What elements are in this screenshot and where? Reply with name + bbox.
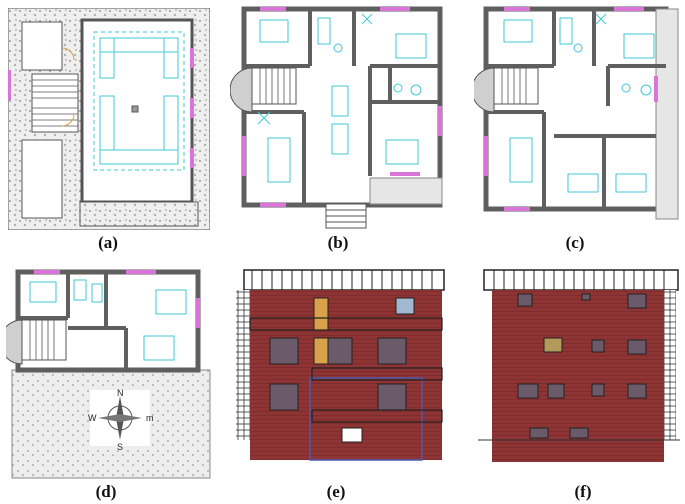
compass-east: m (146, 413, 154, 423)
elevation-e (232, 268, 446, 470)
caption-e: (e) (326, 482, 346, 501)
stair-a (31, 73, 79, 133)
caption-d: (d) (95, 482, 117, 501)
compass-rose (90, 390, 150, 446)
compass-north: N (117, 388, 124, 398)
entrance-stair-b (325, 203, 367, 229)
elevation-f (478, 268, 680, 468)
caption-c: (c) (565, 233, 585, 252)
plan-c (474, 6, 680, 222)
plan-d: N S W m (6, 268, 212, 480)
compass-south: S (117, 442, 123, 452)
plan-a (8, 8, 210, 230)
caption-b: (b) (327, 233, 349, 252)
caption-a: (a) (98, 233, 118, 252)
plan-b (230, 6, 446, 230)
conference-table-furniture (93, 31, 185, 171)
compass-west: W (88, 413, 97, 423)
caption-f: (f) (574, 482, 592, 501)
